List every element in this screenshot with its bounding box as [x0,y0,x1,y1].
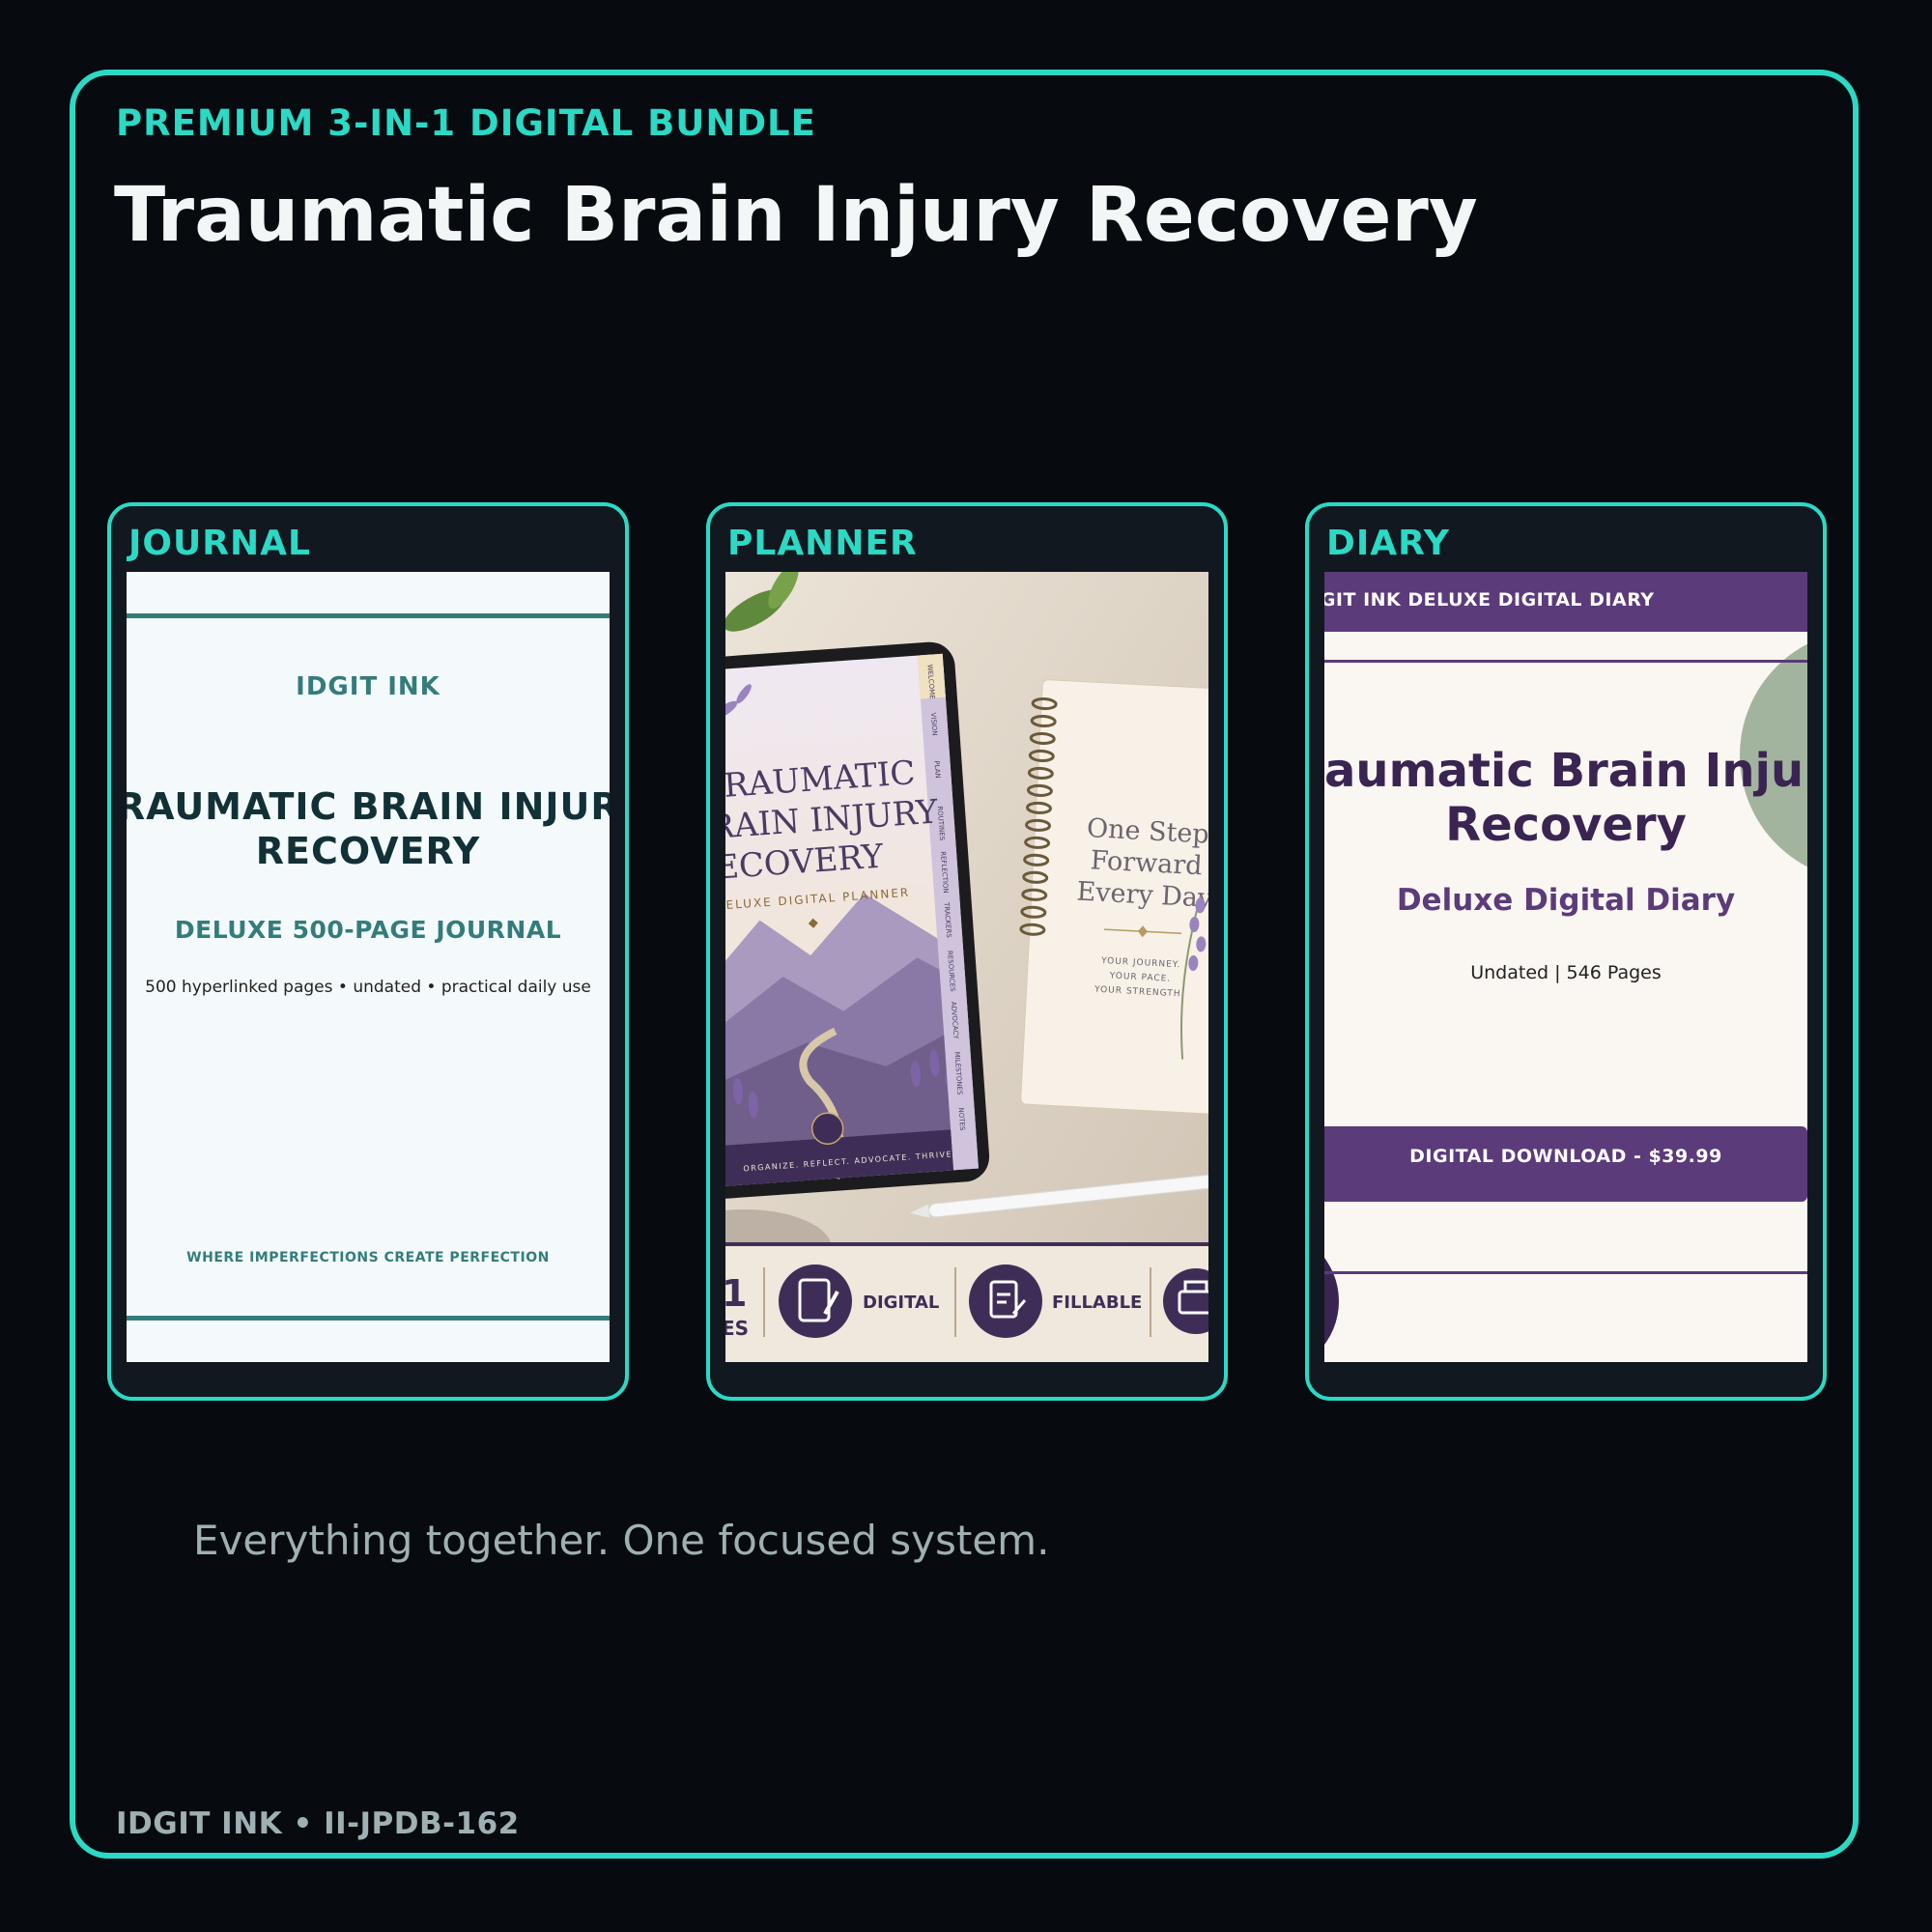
tab-reflection: REFLECTION [939,851,950,894]
tab-trackers: TRACKERS [943,901,953,939]
footer-sku: IDGIT INK • II-JPDB-162 [116,1806,520,1841]
planner-cover: One Step Forward Every Day YOUR JOURNEY.… [725,572,1208,1362]
journal-title: TRAUMATIC BRAIN INJURY RECOVERY [127,785,610,872]
journal-tagline: WHERE IMPERFECTIONS CREATE PERFECTION [186,1250,550,1265]
journal-card-label: JOURNAL [128,524,311,563]
diary-card-label: DIARY [1326,524,1450,563]
diary-decor [1324,643,1807,1345]
diary-cover: IDGIT INK DELUXE DIGITAL DIARY Traumatic… [1324,572,1807,1362]
planner-mockup-image: One Step Forward Every Day YOUR JOURNEY.… [725,572,1208,1362]
digital-download-button[interactable]: DIGITAL DOWNLOAD - $39.99 [1324,1126,1807,1202]
bundle-tagline: Everything together. One focused system. [193,1517,1050,1564]
journal-subtitle: DELUXE 500-PAGE JOURNAL [174,916,562,944]
diary-card[interactable]: DIARY IDGIT INK DELUXE DIGITAL DIARY Tra… [1305,502,1827,1401]
planner-card[interactable]: PLANNER [706,502,1228,1401]
tab-advocacy: ADVOCACY [950,1002,960,1040]
tab-routines: ROUTINES [936,806,947,841]
journal-card[interactable]: JOURNAL IDGIT INK TRAUMATIC BRAIN INJURY… [107,502,629,1401]
journal-bottom-rule [127,1316,610,1321]
diary-details: Undated | 546 Pages [1470,962,1662,983]
diary-title: Traumatic Brain Injury Recovery [1324,744,1807,852]
notebook-title-line-1: One Step [1086,813,1208,850]
diary-bottom-rule [1324,1271,1807,1274]
journal-details: 500 hyperlinked pages • undated • practi… [145,978,591,997]
page-title: Traumatic Brain Injury Recovery [114,172,1478,259]
tab-vision: VISION [929,712,939,736]
bundle-eyebrow: PREMIUM 3-IN-1 DIGITAL BUNDLE [116,102,816,144]
journal-brand: IDGIT INK [296,672,440,701]
notebook-line-3: YOUR STRENGTH. [1094,985,1185,1000]
tab-welcome: WELCOME [925,664,935,699]
printer-icon [1163,1268,1208,1334]
diary-header-text: IDGIT INK DELUXE DIGITAL DIARY [1324,589,1655,611]
notebook-line-2: YOUR PACE. [1108,971,1171,983]
feature-number: 1 [725,1272,747,1315]
notebook-title-line-3: Every Day [1076,877,1208,914]
diary-header-bar: IDGIT INK DELUXE DIGITAL DIARY [1324,572,1807,632]
planner-card-label: PLANNER [727,524,918,563]
tab-plan: PLAN [932,760,941,779]
diary-subtitle: Deluxe Digital Diary [1396,883,1736,918]
feature-fillable: FILLABLE [1052,1293,1142,1313]
journal-cover: IDGIT INK TRAUMATIC BRAIN INJURY RECOVER… [127,572,610,1362]
notebook-line-1: YOUR JOURNEY. [1100,956,1181,970]
diary-top-rule [1324,660,1807,663]
feature-digital: DIGITAL [863,1293,939,1313]
tab-milestones: MILESTONES [952,1051,963,1095]
feature-pages-fragment: ES [725,1317,749,1340]
tab-notes: NOTES [957,1107,967,1131]
journal-top-rule [127,613,610,618]
notebook-title-line-2: Forward [1090,845,1203,881]
digital-tablet-icon [779,1264,852,1338]
tab-resources: RESOURCES [946,951,956,993]
